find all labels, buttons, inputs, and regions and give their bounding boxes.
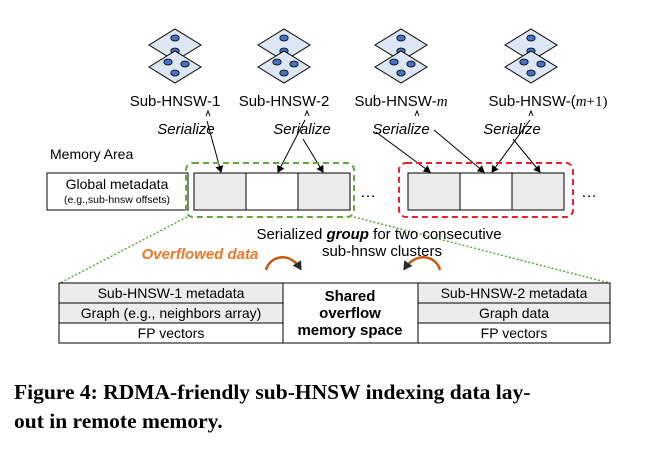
overflowed-data-label: Overflowed data [142,246,259,263]
sub-hnsw-label-1: Sub-HNSW-1 [130,93,221,110]
right-metadata-label: Sub-HNSW-2 metadata [441,285,588,301]
serialize-label-m-plus-1: Serialize [483,121,541,138]
sub-hnsw-label-mp1-prefix: Sub-HNSW-( [488,93,575,110]
right-graph-label: Graph data [479,305,549,321]
sub-hnsw-label-mp1-suffix: +1) [587,94,608,110]
group-note-line1: Serialized group for two consecutive [256,226,501,243]
sub-hnsw-label-m: Sub-HNSW-m [354,93,447,110]
sub-hnsw-label-mp1-var: m [576,94,587,110]
memory-cell-1 [193,172,247,211]
memory-cell-6 [511,172,565,211]
group-note-pre: Serialized [256,226,326,243]
left-fp-vectors-label: FP vectors [138,325,205,341]
group-note-line2: sub-hnsw clusters [322,243,442,260]
serialize-label-2: Serialize [273,121,331,138]
group-note-post: for two consecutive [369,226,502,243]
sub-hnsw-label-m-var: m [437,94,448,110]
sub-hnsw-label-m-prefix: Sub-HNSW- [354,93,436,110]
sub-hnsw-icon-1 [148,28,202,84]
curved-arrow-right [403,256,442,271]
serialize-label-1: Serialize [157,121,215,138]
sub-hnsw-icon-2 [257,28,311,84]
shared-label-1: Shared [325,288,376,305]
serialize-arrows [206,119,541,173]
figure-caption: Figure 4: RDMA-friendly sub-HNSW indexin… [14,378,654,436]
sub-hnsw-icon-m-plus-1 [504,28,558,84]
memory-cell-3 [297,172,351,211]
sub-hnsw-label-m-plus-1: Sub-HNSW-(m+1) [488,93,607,110]
global-metadata-title: Global metadata [66,176,169,192]
caption-line-2: out in remote memory. [14,409,223,433]
global-metadata-cell [46,172,189,211]
shared-label-2: overflow [319,305,381,322]
green-group-outline [185,162,355,218]
curved-arrow-left [264,256,302,271]
shared-overflow-cell [282,282,419,344]
right-sub-hnsw-block [417,282,611,344]
left-graph-label: Graph (e.g., neighbors array) [81,305,262,321]
memory-cell-4 [407,172,461,211]
caption-line-1: Figure 4: RDMA-friendly sub-HNSW indexin… [14,380,531,404]
sub-hnsw-icon-m [374,28,428,84]
group-note-bold: group [325,226,369,243]
red-group-outline [398,162,574,218]
sub-hnsw-label-2: Sub-HNSW-2 [239,93,330,110]
memory-cell-5 [459,172,513,211]
ellipsis-1: … [360,184,376,201]
right-fp-vectors-label: FP vectors [481,325,548,341]
left-metadata-label: Sub-HNSW-1 metadata [98,285,245,301]
caret-marks [205,109,534,117]
shared-label-3: memory space [297,322,402,339]
ellipsis-2: … [581,184,597,201]
serialize-label-m: Serialize [372,121,430,138]
memory-cell-2 [245,172,299,211]
global-metadata-subtitle: (e.g.,sub-hnsw offsets) [64,194,170,206]
memory-area-label: Memory Area [50,146,133,162]
